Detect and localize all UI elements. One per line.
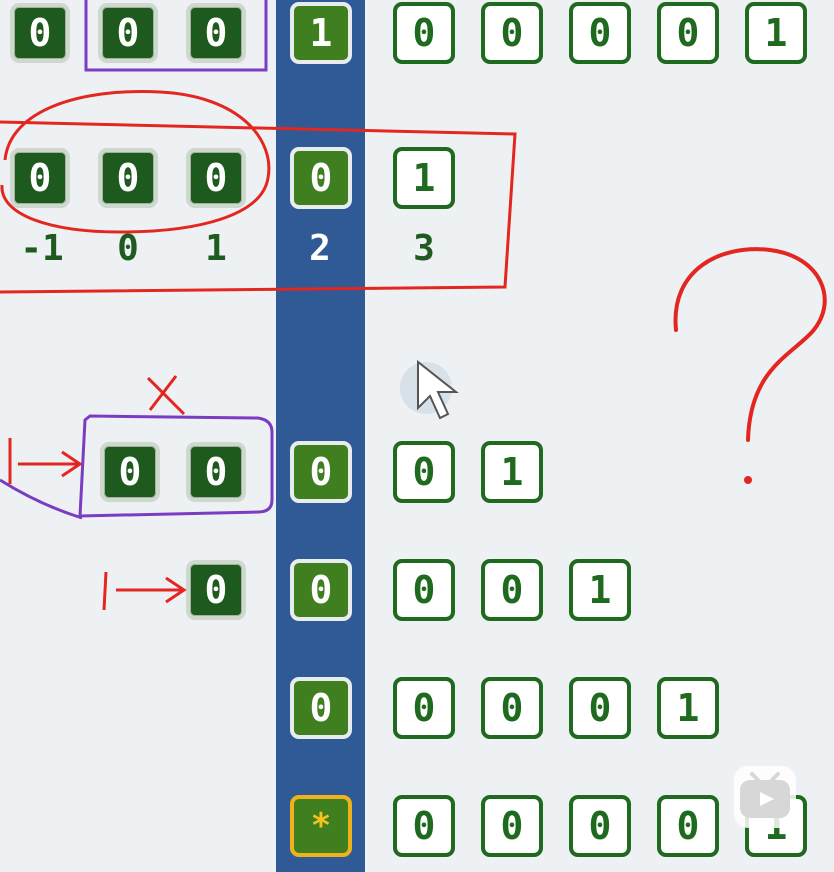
row2-left-cell-2: 0 — [98, 148, 158, 208]
row1-right-cell-3: 0 — [569, 2, 631, 64]
row6-right-cell-1: 0 — [393, 795, 455, 857]
red-question-mark — [673, 247, 827, 442]
row6-right-cell-3: 0 — [569, 795, 631, 857]
row2-left-cell-3: 0 — [186, 148, 246, 208]
row3-center-cell: 0 — [290, 441, 352, 503]
row5-right-cell-3: 0 — [569, 677, 631, 739]
purple-tail — [0, 478, 83, 520]
red-arrow-row4 — [102, 571, 187, 611]
row3-right-cell-1: 0 — [393, 441, 455, 503]
row3-left-cell-2: 0 — [186, 442, 246, 502]
row4-right-cell-3: 1 — [569, 559, 631, 621]
row4-right-cell-1: 0 — [393, 559, 455, 621]
row6-right-cell-4: 0 — [657, 795, 719, 857]
row6-center-star-cell: * — [290, 795, 352, 857]
row1-right-cell-5: 1 — [745, 2, 807, 64]
index-label-1: 1 — [205, 228, 227, 269]
row1-right-cell-1: 0 — [393, 2, 455, 64]
purple-box-row3 — [78, 414, 274, 518]
row5-right-cell-4: 1 — [657, 677, 719, 739]
row3-left-cell-1: 0 — [100, 442, 160, 502]
index-label-0: 0 — [117, 228, 139, 269]
row5-right-cell-2: 0 — [481, 677, 543, 739]
purple-box-top — [84, 0, 268, 72]
index-label-3: 3 — [413, 228, 435, 269]
row4-left-cell-1: 0 — [186, 560, 246, 620]
mouse-cursor-icon — [417, 359, 459, 420]
red-ellipse — [0, 90, 271, 234]
row4-center-cell: 0 — [290, 559, 352, 621]
row1-right-cell-2: 0 — [481, 2, 543, 64]
row1-left-cell-3: 0 — [186, 3, 246, 63]
red-rectangle — [0, 120, 517, 294]
question-dot — [744, 476, 752, 484]
watermark-logo-icon — [734, 766, 796, 828]
row2-right-cell-1: 1 — [393, 147, 455, 209]
row4-right-cell-2: 0 — [481, 559, 543, 621]
row5-right-cell-1: 0 — [393, 677, 455, 739]
row1-center-cell: 1 — [290, 2, 352, 64]
index-label-2: 2 — [309, 228, 331, 269]
row1-right-cell-4: 0 — [657, 2, 719, 64]
row2-center-cell: 0 — [290, 147, 352, 209]
row3-right-cell-2: 1 — [481, 441, 543, 503]
index-label-neg1: -1 — [20, 228, 64, 269]
red-cross-mark — [146, 375, 186, 416]
row5-center-cell: 0 — [290, 677, 352, 739]
row6-right-cell-2: 0 — [481, 795, 543, 857]
red-arrow-row3 — [8, 438, 83, 484]
row1-left-cell-2: 0 — [98, 3, 158, 63]
row2-left-cell-1: 0 — [10, 148, 70, 208]
row1-left-cell-1: 0 — [10, 3, 70, 63]
